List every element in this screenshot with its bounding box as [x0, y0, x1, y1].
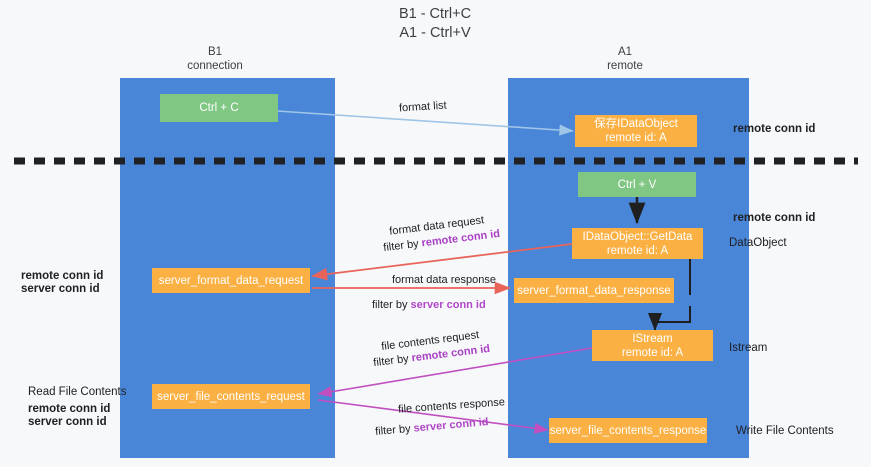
side-label-istream: Istream: [729, 342, 768, 354]
column-header-b1: B1 connection: [140, 45, 290, 73]
side-label-left-remote-conn-id: remote conn id: [21, 270, 104, 282]
node-getdata-line-2: remote id: A: [606, 244, 669, 257]
side-label-dataobject: DataObject: [729, 237, 787, 249]
edge-label-file-contents-response-filter: filter by server conn id: [375, 415, 490, 439]
edge-label-format-list-text: format list: [398, 99, 448, 115]
node-idataobject-getdata[interactable]: IDataObject::GetData remote id: A: [572, 228, 703, 259]
filter-prefix: filter by: [382, 237, 423, 255]
column-header-b1-name: B1: [207, 46, 223, 58]
column-header-a1-name: A1: [617, 46, 633, 58]
filter-key-server-conn-id: server conn id: [413, 416, 490, 435]
node-getdata-line-1: IDataObject::GetData: [582, 230, 693, 243]
filter-prefix: filter by: [372, 299, 411, 311]
node-server-format-data-response-label: server_format_data_response: [517, 284, 671, 297]
column-header-b1-role: connection: [187, 60, 243, 72]
filter-prefix: filter by: [374, 422, 415, 438]
column-header-a1-role: remote: [607, 60, 643, 72]
node-save-idataobject-line-1: 保存IDataObject: [594, 118, 678, 130]
node-ctrl-v[interactable]: Ctrl + V: [578, 172, 696, 197]
node-ctrl-c[interactable]: Ctrl + C: [160, 94, 278, 122]
node-save-idataobject-line-2: remote id: A: [605, 132, 667, 144]
node-save-idataobject[interactable]: 保存IDataObject remote id: A: [575, 115, 697, 147]
node-ctrl-v-label: Ctrl + V: [617, 178, 657, 191]
filter-prefix: filter by: [372, 352, 413, 370]
node-ctrl-c-label: Ctrl + C: [199, 102, 239, 114]
filter-key-server-conn-id: server conn id: [410, 299, 486, 311]
node-server-format-data-request[interactable]: server_format_data_request: [152, 268, 310, 293]
diagram-title: B1 - Ctrl+C A1 - Ctrl+V: [335, 5, 535, 43]
side-label-right-mid-remote-conn-id: remote conn id: [733, 212, 816, 224]
side-label-write-file-contents: Write File Contents: [736, 425, 834, 437]
edge-label-file-contents-response: file contents response: [398, 395, 506, 416]
edge-label-format-data-response-text: format data response: [392, 274, 496, 286]
node-server-file-contents-request[interactable]: server_file_contents_request: [152, 384, 310, 409]
node-server-format-data-response[interactable]: server_format_data_response: [514, 278, 674, 303]
node-istream-line-2: remote id: A: [621, 346, 684, 359]
diagram-title-line-1: B1 - Ctrl+C: [398, 6, 472, 22]
node-istream[interactable]: IStream remote id: A: [592, 330, 713, 361]
node-server-file-contents-request-label: server_file_contents_request: [157, 390, 305, 403]
edge-label-file-contents-response-text: file contents response: [397, 396, 506, 416]
node-istream-line-1: IStream: [632, 332, 673, 345]
side-label-left-bottom-server-conn-id: server conn id: [28, 416, 107, 428]
side-label-right-top-remote-conn-id: remote conn id: [733, 123, 816, 135]
node-server-file-contents-response[interactable]: server_file_contents_response: [549, 418, 707, 443]
edge-label-format-data-response: format data response: [392, 273, 496, 287]
node-server-format-data-request-label: server_format_data_request: [158, 274, 304, 287]
node-server-file-contents-response-label: server_file_contents_response: [549, 424, 707, 437]
diagram-title-line-2: A1 - Ctrl+V: [399, 25, 471, 41]
column-header-a1: A1 remote: [550, 45, 700, 73]
side-label-left-server-conn-id: server conn id: [21, 283, 100, 295]
edge-label-format-list: format list: [399, 99, 447, 116]
side-label-left-bottom-remote-conn-id: remote conn id: [28, 403, 111, 415]
edge-label-format-data-response-filter: filter by server conn id: [372, 298, 486, 312]
side-label-read-file-contents: Read File Contents: [28, 386, 127, 398]
